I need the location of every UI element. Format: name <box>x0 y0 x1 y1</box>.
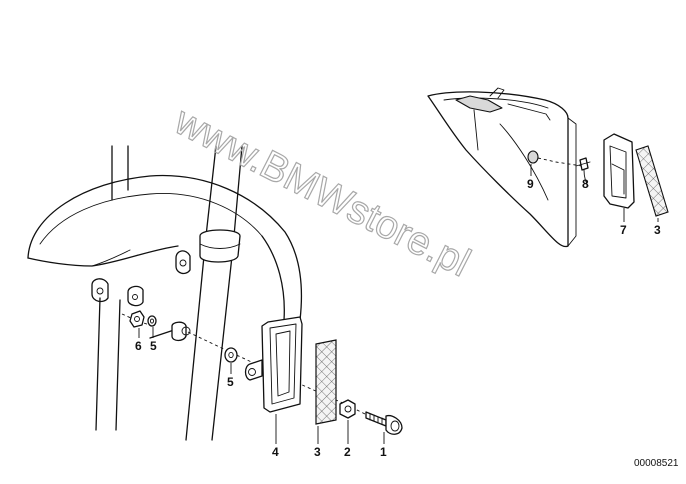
callout-4: 4 <box>272 445 279 459</box>
callout-3: 3 <box>314 445 321 459</box>
nut-2 <box>339 399 356 419</box>
front-mudguard <box>27 174 303 321</box>
nut-6 <box>129 310 145 328</box>
reflector-holder-7 <box>603 133 635 209</box>
callout-5-center: 5 <box>227 375 234 389</box>
rear-mudguard <box>427 87 591 248</box>
callout-2: 2 <box>344 445 351 459</box>
callout-labels: 1 2 3 4 5 6 5 9 8 7 3 <box>135 177 661 459</box>
diagram-code: 00008521 <box>634 458 679 469</box>
reflector-3-rear <box>635 145 669 217</box>
callout-3-rear: 3 <box>654 223 661 237</box>
reflector-holder-4 <box>244 316 303 413</box>
washer-5-center <box>224 347 238 363</box>
callout-9: 9 <box>527 177 534 191</box>
callout-5-left: 5 <box>150 339 157 353</box>
callout-6: 6 <box>135 339 142 353</box>
washer-5-left <box>147 315 157 327</box>
callout-1: 1 <box>380 445 387 459</box>
callout-7: 7 <box>620 223 627 237</box>
front-fork <box>95 145 243 441</box>
callout-leaders <box>138 164 659 444</box>
callout-8: 8 <box>582 177 589 191</box>
reflector-3 <box>315 339 337 425</box>
bolt-1 <box>365 411 403 435</box>
